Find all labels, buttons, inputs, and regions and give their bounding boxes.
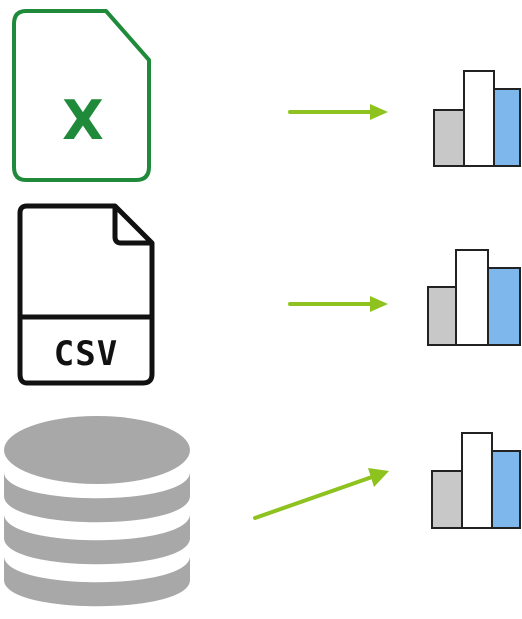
arrow-right-icon	[288, 104, 388, 120]
arrow-right-icon	[288, 296, 388, 312]
csv-file-label: CSV	[54, 334, 118, 374]
bar-chart-icon	[427, 249, 521, 346]
bar-chart-icon	[433, 70, 521, 167]
bar-chart-icon	[431, 432, 521, 529]
excel-file-label: X	[62, 89, 104, 152]
database-icon	[4, 416, 190, 607]
arrow-right-icon	[253, 468, 389, 520]
excel-file-icon: X	[12, 9, 151, 182]
csv-file-icon: CSV	[17, 203, 155, 386]
